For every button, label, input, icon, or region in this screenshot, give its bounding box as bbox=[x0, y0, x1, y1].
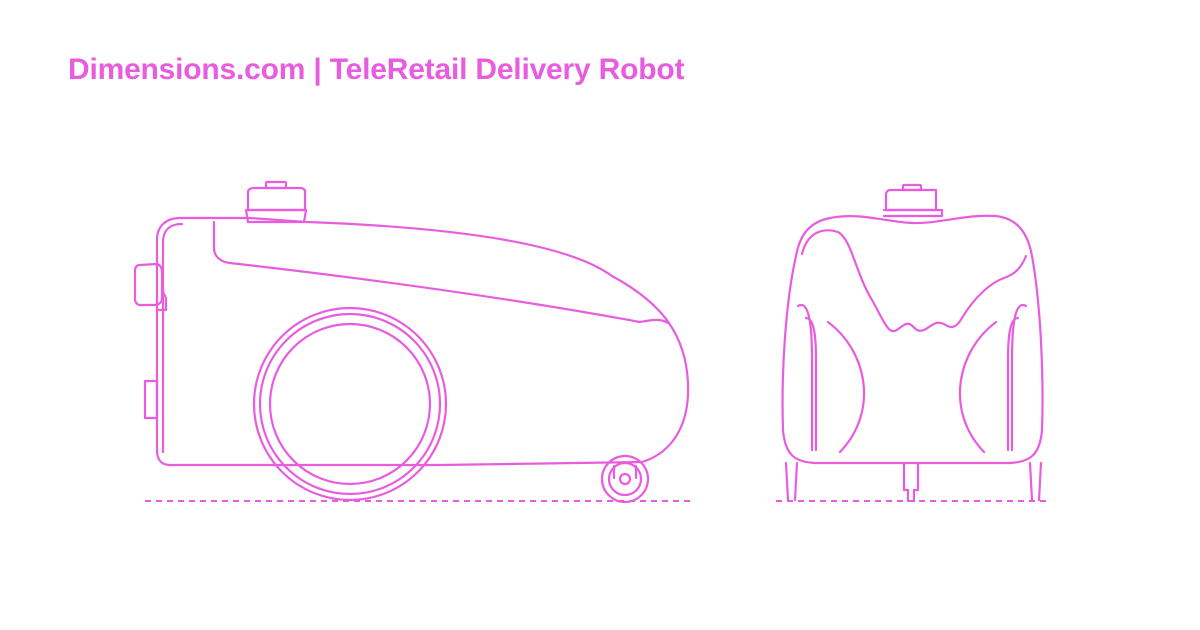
front-left-wheel-arc bbox=[826, 320, 865, 454]
front-top-sensor-base bbox=[882, 208, 944, 218]
side-rear-upper-bracket bbox=[157, 288, 168, 312]
front-right-rib-inner bbox=[1006, 316, 1020, 452]
side-top-sensor bbox=[246, 186, 307, 212]
side-top-sensor-base bbox=[244, 208, 308, 224]
front-view bbox=[776, 183, 1050, 503]
front-right-rib-outer bbox=[1010, 303, 1028, 452]
front-left-leg bbox=[784, 461, 799, 502]
side-body-shell bbox=[155, 216, 690, 467]
front-left-rib-inner bbox=[804, 316, 818, 452]
side-rear-lower-tab bbox=[143, 379, 159, 420]
side-top-sensor-cap bbox=[264, 180, 288, 190]
front-top-sensor-cap bbox=[901, 183, 923, 192]
side-caster-wheel bbox=[600, 454, 650, 504]
side-rear-upper-handle bbox=[133, 262, 164, 307]
front-caster bbox=[902, 461, 920, 503]
front-right-wheel-arc bbox=[959, 320, 998, 454]
side-body-inner-line bbox=[161, 222, 184, 454]
front-right-leg bbox=[1028, 461, 1043, 502]
side-view bbox=[133, 180, 690, 504]
side-panel bbox=[212, 220, 670, 325]
front-face-panel bbox=[800, 229, 1028, 333]
front-left-rib-outer bbox=[796, 303, 814, 452]
front-top-sensor bbox=[884, 188, 938, 212]
front-body-shell bbox=[781, 214, 1044, 465]
page-title: Dimensions.com | TeleRetail Delivery Rob… bbox=[68, 53, 685, 86]
side-main-wheel bbox=[252, 306, 448, 502]
